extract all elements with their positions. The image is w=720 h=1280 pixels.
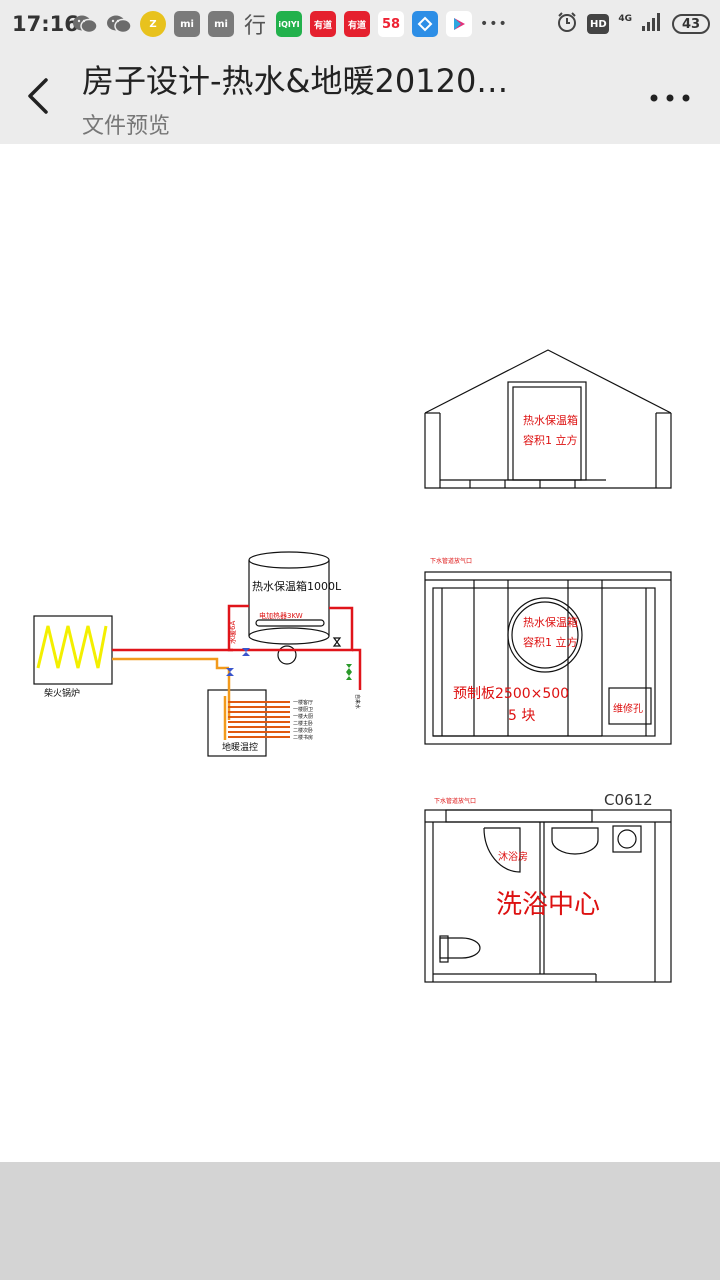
floor-zone-3: 一楼大厨 [293,713,313,720]
heating-schematic [33,551,362,757]
network-type-bottom: 4G [618,23,632,33]
floor-zone-4: 二楼主卧 [293,720,313,727]
iqiyi-icon: iQIYI [276,11,302,37]
notification-icons: Z mi mi 行 iQIYI 有道 有道 58 ••• [72,10,508,39]
boiler-label: 柴火锅炉 [44,687,80,699]
more-options-button[interactable] [648,88,692,108]
floor-heating-label: 地暖温控 [222,741,258,753]
youdao-icon-2: 有道 [344,11,370,37]
youku-icon [446,11,472,37]
58-icon: 58 [378,11,404,37]
zhihu-icon: Z [140,11,166,37]
wechat-icon [72,11,98,37]
cloud-icon [412,11,438,37]
page-subtitle: 文件预览 [82,114,171,139]
window-code: C0612 [604,791,653,809]
shower-room-label: 沐浴房 [498,850,528,863]
heater-label: 电加热器3KW [259,611,303,620]
mi-icon: mi [174,11,200,37]
floor-zone-labels: 一楼客厅 一楼厨卫 一楼大厨 二楼主卧 二楼次卧 二楼书房 [293,699,313,741]
tank-section [424,571,672,745]
tank-capacity-label: 热水保温箱1000L [252,579,342,593]
panel-label-1: 预制板2500×500 [453,686,569,702]
document-preview[interactable]: 热水保温箱 容积1 立方 下水管道放气口 热水保温箱 容积1 立方 预制板250… [0,144,720,1162]
roof-tank-label-2: 容积1 立方 [523,433,578,447]
roof-pipe-note: 下水管道放气口 [430,557,472,565]
alarm-icon [556,11,578,37]
bathroom-plan [424,809,672,983]
bath-pipe-note: 下水管道放气口 [434,797,476,805]
chevron-left-icon [28,78,48,114]
bottom-area [0,1162,720,1280]
pipe-label: 水暖6A [228,621,237,644]
status-bar: 17:16 Z mi mi 行 iQIYI 有道 有道 58 ••• HD 4G… [0,0,720,48]
back-button[interactable] [18,70,62,122]
more-notifications-dots: ••• [480,16,508,32]
xing-icon: 行 [243,14,266,39]
hd-icon: HD [587,14,610,34]
cad-drawing: 热水保温箱 容积1 立方 下水管道放气口 热水保温箱 容积1 立方 预制板250… [33,349,672,983]
system-icons: HD 4G 4G 43 [556,10,710,38]
round-tank-label-2: 容积1 立方 [523,635,578,649]
floor-zone-5: 二楼次卧 [293,727,313,734]
network-type-top: 4G [618,14,632,24]
battery-icon: 43 [672,14,710,34]
panel-label-2: 5 块 [508,708,535,724]
roof-elevation [424,349,672,489]
network-type: 4G 4G [618,15,632,33]
status-time: 17:16 [12,12,79,36]
signal-icon [641,12,663,36]
floor-zone-2: 一楼厨卫 [293,706,313,713]
roof-tank-label-1: 热水保温箱 [523,413,578,427]
youdao-icon: 有道 [310,11,336,37]
floor-zone-1: 一楼客厅 [293,699,313,706]
round-tank-label-1: 热水保温箱 [523,615,578,629]
mi-icon-2: mi [208,11,234,37]
more-dots-icon [650,94,690,102]
repair-hole-label: 维修孔 [613,702,643,715]
app-header: 房子设计-热水&地暖20120… 文件预览 [0,48,720,144]
bath-center-label: 洗浴中心 [496,890,600,920]
wechat-icon-2 [106,11,132,37]
floor-zone-6: 二楼书房 [293,734,313,741]
cold-water-label: 自来水 [354,694,361,709]
page-title: 房子设计-热水&地暖20120… [82,62,509,100]
